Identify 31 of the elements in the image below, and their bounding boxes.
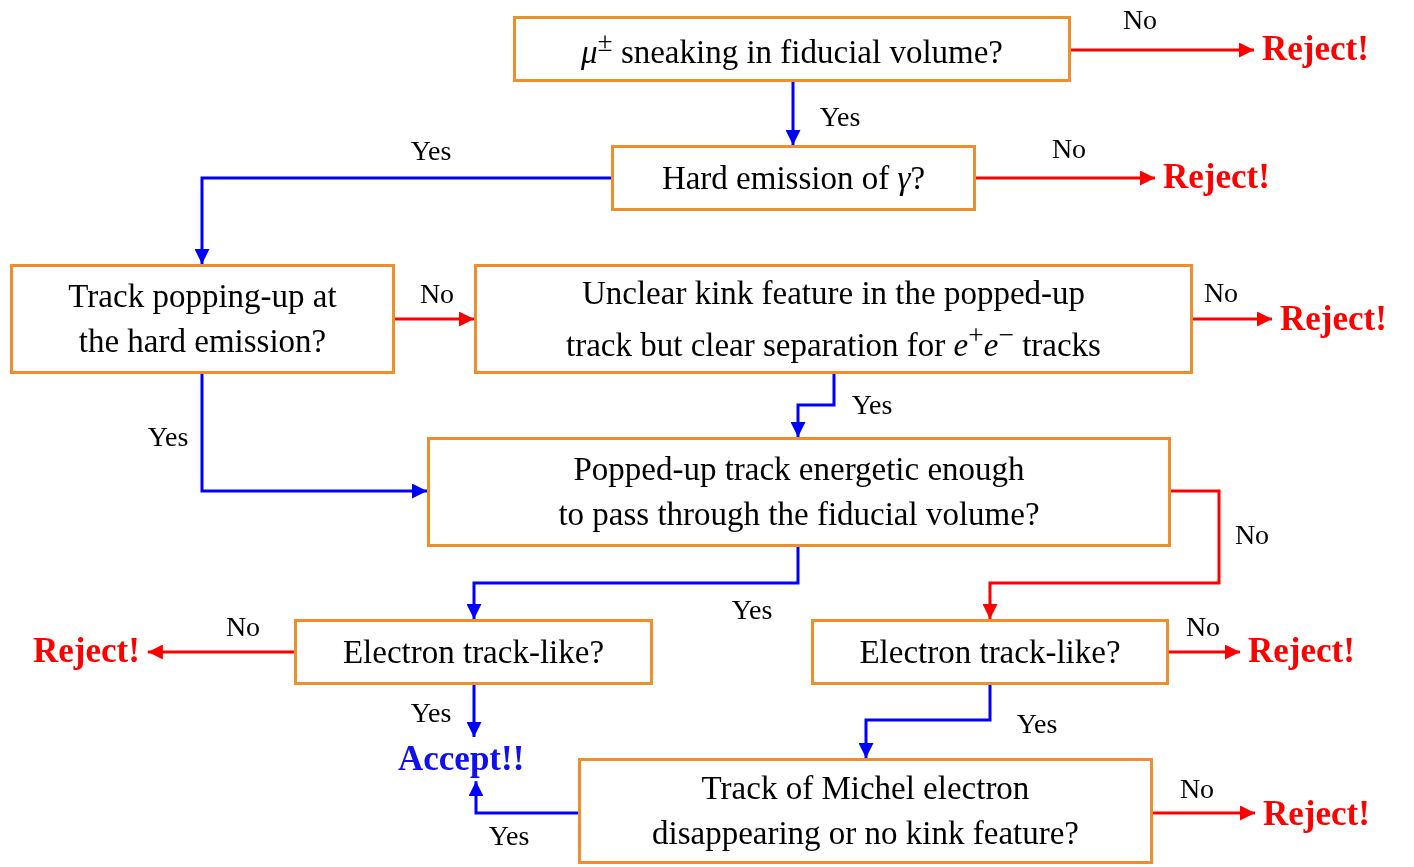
decision-box: μ$^{±}$ sneaking in fiducial volume? xyxy=(513,16,1071,82)
decision-box: Electron track-like? xyxy=(294,619,653,685)
arrow xyxy=(468,781,578,815)
arrow xyxy=(194,176,611,264)
arrow xyxy=(466,547,800,619)
arrow xyxy=(1071,42,1254,58)
arrow xyxy=(200,374,427,499)
arrow xyxy=(1153,805,1255,821)
arrow xyxy=(147,644,294,660)
reject-outcome: Reject! xyxy=(1155,155,1278,200)
arrow xyxy=(982,489,1221,619)
arrow xyxy=(858,685,992,758)
arrow xyxy=(466,685,482,737)
decision-box: Popped-up track energetic enough to pass through the fiducial volume? xyxy=(427,437,1171,547)
decision-box: Track of Michel electron disappearing or no kink feature? xyxy=(578,758,1153,864)
arrow xyxy=(395,311,474,327)
decision-box: Electron track-like? xyxy=(811,619,1169,685)
accept-outcome: Accept!! xyxy=(390,737,533,782)
reject-outcome: Reject! xyxy=(1255,792,1378,837)
arrow xyxy=(1169,644,1240,660)
arrow xyxy=(790,374,836,437)
decision-box: Hard emission of γ? xyxy=(611,145,976,211)
arrow xyxy=(785,82,801,145)
reject-outcome: Reject! xyxy=(1254,27,1377,72)
reject-outcome: Reject! xyxy=(25,629,148,674)
arrow xyxy=(1193,311,1272,327)
decision-box: Unclear kink feature in the popped-up track but clear separation for e$^{+}$e$^{−}$ tracks xyxy=(474,264,1193,374)
reject-outcome: Reject! xyxy=(1272,297,1395,342)
arrow xyxy=(976,170,1155,186)
decision-box: Track popping-up at the hard emission? xyxy=(10,264,395,374)
reject-outcome: Reject! xyxy=(1240,629,1363,674)
